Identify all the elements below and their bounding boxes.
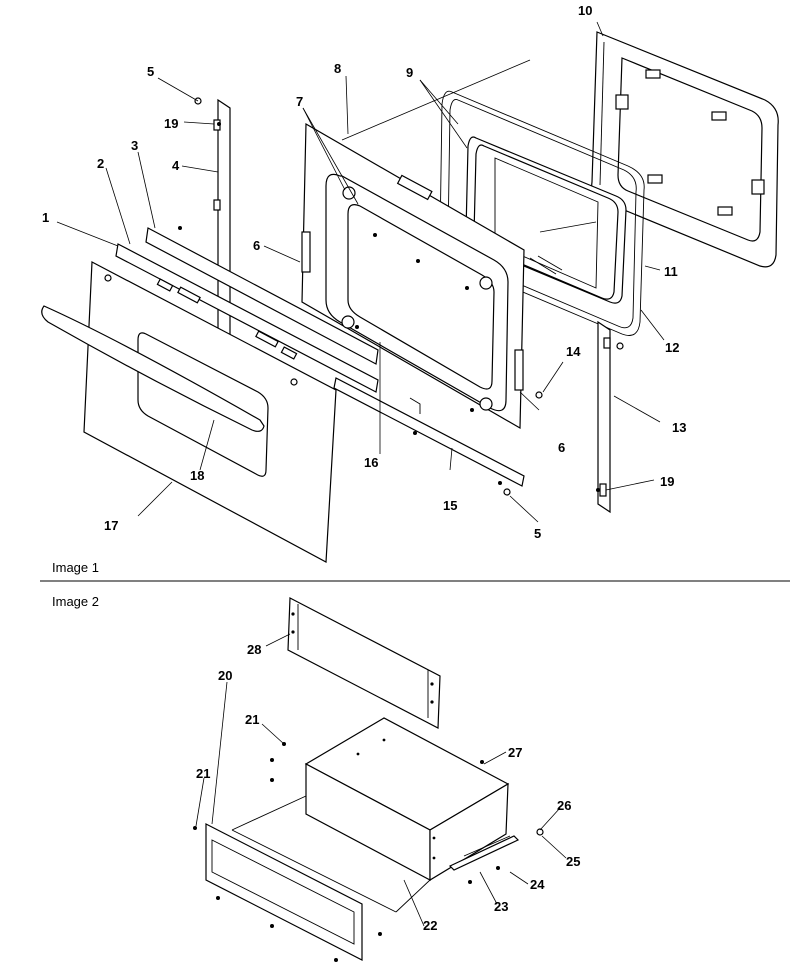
callout-20: 20 (218, 668, 232, 683)
callout-6a: 6 (253, 238, 260, 253)
part-top-vent-strip (145, 227, 379, 365)
image-1-door-assembly: 1 2 3 4 5 5 6 6 7 8 9 10 11 12 13 14 15 … (41, 3, 779, 563)
callout-21a: 21 (245, 712, 259, 727)
callout-19a: 19 (164, 116, 178, 131)
callout-23: 23 (494, 899, 508, 914)
callout-18: 18 (190, 468, 204, 483)
callout-27: 27 (508, 745, 522, 760)
part-inner-door-panel (301, 122, 525, 430)
part-drawer-body (231, 717, 510, 913)
part-window-glass (465, 136, 627, 304)
callout-8: 8 (334, 61, 341, 76)
callout-13: 13 (672, 420, 686, 435)
callout-7: 7 (296, 94, 303, 109)
part-door-handle (41, 305, 265, 432)
part-vent-trim (115, 243, 379, 393)
leader-lines-image-1 (56, 21, 665, 523)
callout-3: 3 (131, 138, 138, 153)
callout-6b: 6 (558, 440, 565, 455)
callout-25: 25 (566, 854, 580, 869)
callout-28: 28 (247, 642, 261, 657)
callout-2: 2 (97, 156, 104, 171)
screw-group (178, 97, 624, 496)
callout-16: 16 (364, 455, 378, 470)
part-right-side-trim (597, 320, 611, 514)
callout-4: 4 (172, 158, 180, 173)
section-label-image-2: Image 2 (52, 594, 99, 609)
callout-12: 12 (665, 340, 679, 355)
callout-14: 14 (566, 344, 581, 359)
drawer-screws (193, 742, 544, 962)
callout-10: 10 (578, 3, 592, 18)
part-drawer-front (205, 823, 363, 961)
callout-22: 22 (423, 918, 437, 933)
callouts-image-1: 1 2 3 4 5 5 6 6 7 8 9 10 11 12 13 14 15 … (42, 3, 686, 541)
callout-19b: 19 (660, 474, 674, 489)
callout-1: 1 (42, 210, 49, 225)
part-outer-door-frame (591, 31, 779, 268)
callout-5b: 5 (534, 526, 541, 541)
part-drawer-slide (448, 835, 520, 871)
callout-9: 9 (406, 65, 413, 80)
callout-5a: 5 (147, 64, 154, 79)
callout-15: 15 (443, 498, 457, 513)
image-2-drawer-assembly: 20 21 21 22 23 24 25 26 27 28 (193, 597, 580, 962)
part-drawer-back-panel (287, 597, 441, 729)
part-bottom-channel (333, 377, 525, 487)
callout-11: 11 (664, 264, 678, 279)
callout-21b: 21 (196, 766, 210, 781)
callout-26: 26 (557, 798, 571, 813)
callout-17: 17 (104, 518, 118, 533)
section-label-image-1: Image 1 (52, 560, 99, 575)
leader-lines-image-2 (195, 633, 567, 927)
callout-24: 24 (530, 877, 545, 892)
part-door-gasket (439, 90, 645, 336)
callouts-image-2: 20 21 21 22 23 24 25 26 27 28 (196, 642, 580, 933)
